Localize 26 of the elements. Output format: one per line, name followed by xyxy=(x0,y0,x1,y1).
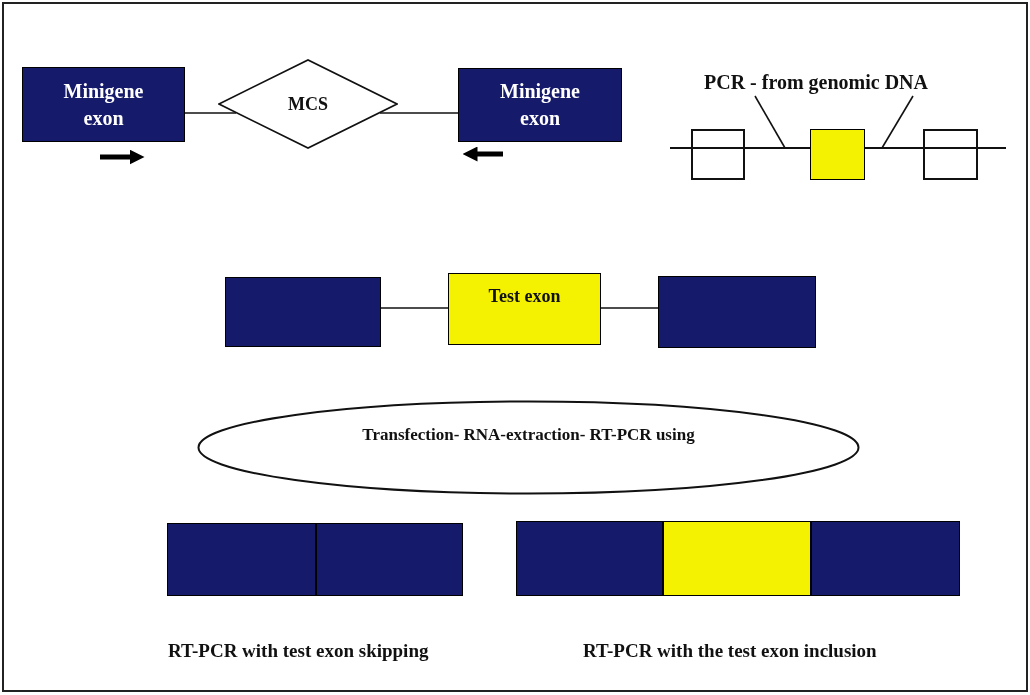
exon-box xyxy=(691,129,745,180)
exon-box xyxy=(810,129,865,180)
exon-box xyxy=(658,276,816,348)
intron-line xyxy=(184,112,237,114)
leader-line xyxy=(754,95,786,149)
exon-box xyxy=(663,521,811,596)
intron-line xyxy=(379,112,459,114)
exon-box xyxy=(167,523,316,596)
exon-box xyxy=(923,129,978,180)
site-diamond: MCS xyxy=(218,59,398,149)
process-ellipse: Transfection- RNA-extraction- RT-PCR using xyxy=(197,400,860,495)
caption-text: RT-PCR with the test exon inclusion xyxy=(583,640,877,662)
leader-line xyxy=(881,95,914,149)
exon-box xyxy=(225,277,381,347)
intron-line xyxy=(600,307,659,309)
annotation-text: PCR - from genomic DNA xyxy=(676,68,956,96)
intron-line xyxy=(744,147,811,149)
exon-box: Test exon xyxy=(448,273,601,345)
exon-box xyxy=(811,521,960,596)
intron-line xyxy=(864,147,924,149)
exon-box: Minigene exon xyxy=(22,67,185,142)
exon-box xyxy=(316,523,463,596)
caption-text: RT-PCR with test exon skipping xyxy=(168,640,429,662)
intron-line xyxy=(380,307,449,309)
exon-box xyxy=(516,521,663,596)
exon-box: Minigene exon xyxy=(458,68,622,142)
